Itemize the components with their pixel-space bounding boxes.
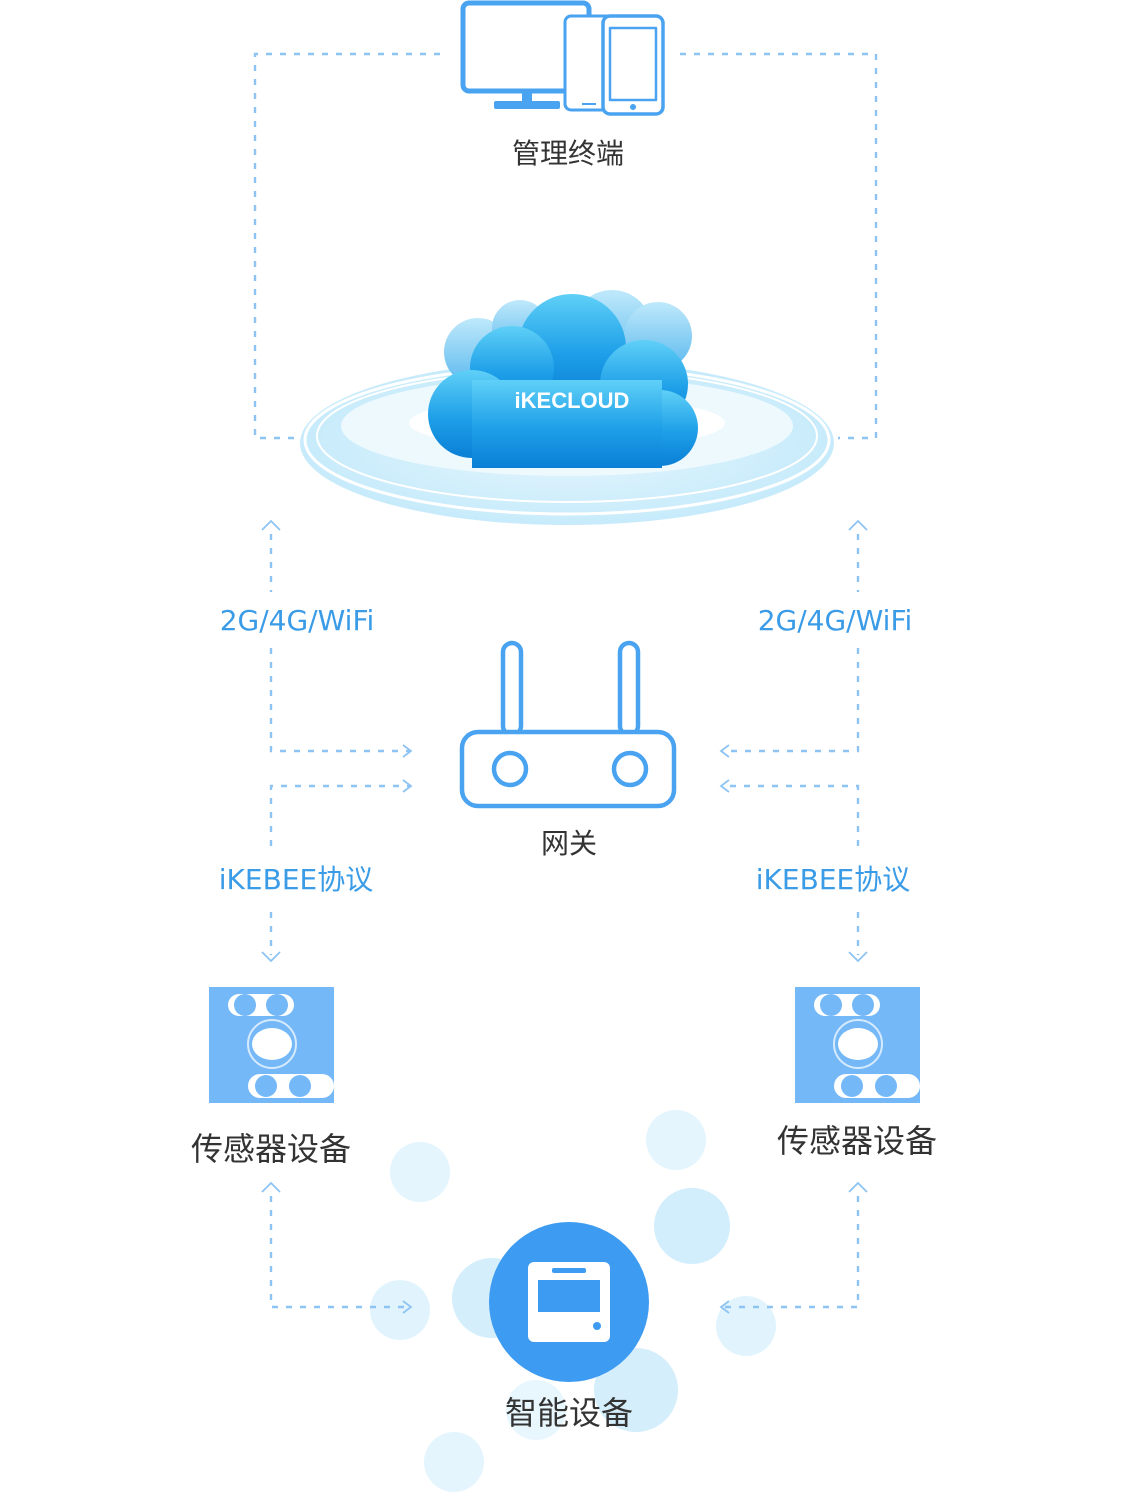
gateway-label: 网关 <box>541 827 597 860</box>
smart-device-icon <box>489 1222 649 1382</box>
link-label-cloud-gateway-right: 2G/4G/WiFi <box>758 604 913 637</box>
terminal-cloud-connectors <box>253 52 878 440</box>
terminal-icon <box>460 0 665 116</box>
cloud-icon: iKECLOUD <box>428 290 698 468</box>
gateway-sensor-connectors <box>269 779 860 955</box>
link-label-cloud-gateway-left: 2G/4G/WiFi <box>220 604 375 637</box>
gateway-sensor-arrowheads <box>261 951 868 963</box>
link-label-gateway-sensor-right: iKEBEE协议 <box>756 863 910 896</box>
smart-device-label: 智能设备 <box>505 1394 633 1432</box>
sensor-label-right: 传感器设备 <box>777 1122 937 1160</box>
sensor-icon-left <box>209 987 334 1103</box>
sensor-icon-right <box>795 987 920 1103</box>
sensor-device-arrowheads <box>261 1181 868 1193</box>
cloud-gateway-arrowheads <box>261 519 868 531</box>
cloud-gateway-connectors <box>269 534 860 758</box>
sensor-label-left: 传感器设备 <box>191 1130 351 1168</box>
terminal-label: 管理终端 <box>512 137 624 170</box>
gateway-icon <box>459 640 677 809</box>
cloud-label: iKECLOUD <box>515 388 630 413</box>
link-label-gateway-sensor-left: iKEBEE协议 <box>219 863 373 896</box>
sensor-device-connectors <box>269 1196 860 1314</box>
